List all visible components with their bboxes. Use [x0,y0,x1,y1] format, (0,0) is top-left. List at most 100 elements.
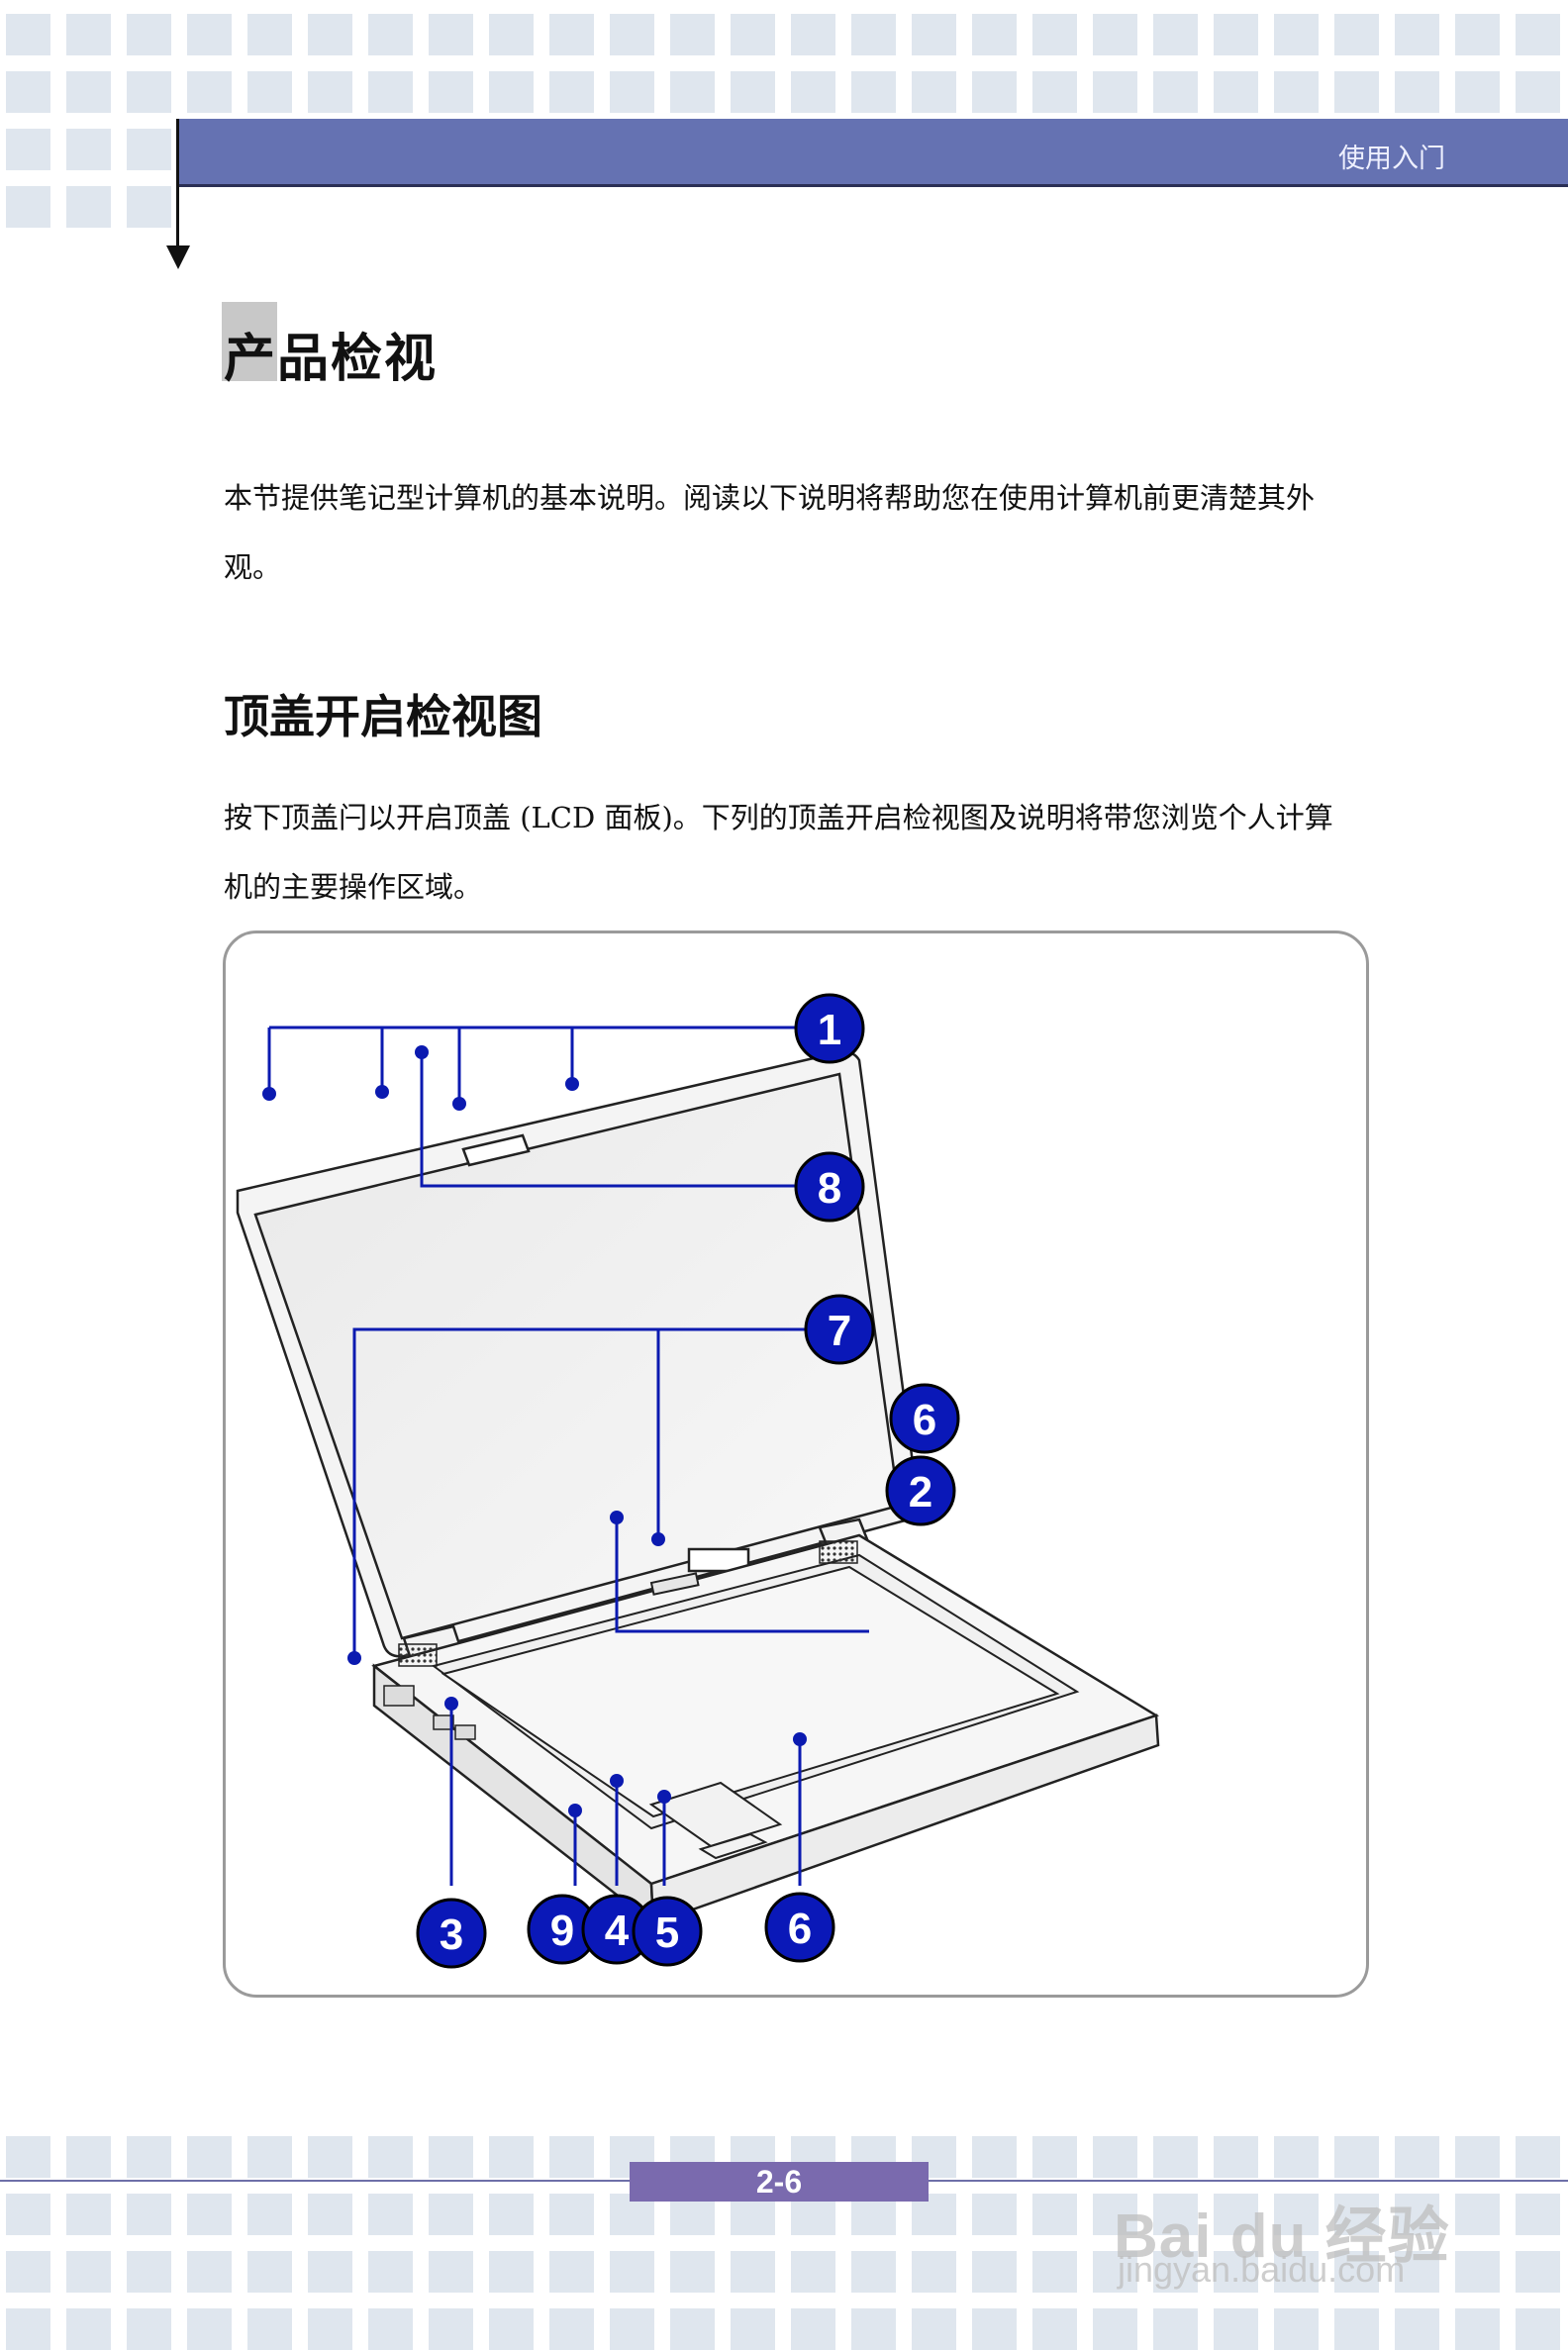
watermark-brand: Bai du 经验 [1114,2203,1450,2271]
grid-square [247,2194,292,2235]
callout-3-label: 3 [440,1910,463,1959]
grid-square [731,2308,775,2350]
grid-square [1334,2308,1379,2350]
grid-square [1214,2251,1258,2293]
grid-square [127,14,171,55]
grid-square [972,2251,1017,2293]
grid-square [1395,2194,1439,2235]
callout-8: 8 [794,1151,865,1223]
grid-square [187,2136,232,2178]
grid-square [66,2251,111,2293]
grid-square [1214,14,1258,55]
grid-square [1455,2308,1500,2350]
grid-square [127,2251,171,2293]
grid-square [610,71,654,113]
grid-square [127,2308,171,2350]
grid-square [66,2194,111,2235]
grid-square [489,2136,534,2178]
grid-square [912,2251,956,2293]
laptop-figure: 1 8 7 6 2 3 9 4 5 6 [223,930,1369,1998]
keyboard-area [431,1553,1080,1830]
laptop-illustration: 1 8 7 6 2 3 9 4 5 6 [236,993,1160,1969]
callout-2: 2 [885,1455,956,1526]
grid-square [247,2136,292,2178]
grid-square [1334,2136,1379,2178]
grid-square [1032,2308,1077,2350]
grid-square [912,71,956,113]
grid-square [1274,71,1319,113]
grid-square [6,129,50,170]
side-ports [383,1685,476,1740]
grid-square [1334,71,1379,113]
grid-square [247,2251,292,2293]
grid-square [66,71,111,113]
title-highlight-mark [222,302,277,381]
callout-4-label: 4 [605,1907,630,1955]
right-speaker [819,1540,858,1564]
grid-square [1455,2136,1500,2178]
callout-1: 1 [794,993,865,1064]
section-paragraph: 按下顶盖闩以开启顶盖 (LCD 面板)。下列的顶盖开启检视图及说明将带您浏览个人… [224,801,1333,904]
grid-square [368,71,413,113]
grid-square [368,2136,413,2178]
grid-square [1395,71,1439,113]
grid-square [127,129,171,170]
grid-square [6,2251,50,2293]
grid-square [66,2136,111,2178]
grid-square [1334,2251,1379,2293]
grid-square [1334,2194,1379,2235]
grid-square [6,14,50,55]
callout-7-label: 7 [828,1307,851,1355]
grid-square [6,2194,50,2235]
grid-square [1395,2251,1439,2293]
grid-square [1093,14,1137,55]
grid-square [1214,2308,1258,2350]
grid-square [66,129,111,170]
grid-square [1516,71,1560,113]
grid-square [670,14,715,55]
callout-6-top-label: 6 [913,1396,936,1444]
grid-square [1455,2194,1500,2235]
intro-paragraph: 本节提供笔记型计算机的基本说明。阅读以下说明将帮助您在使用计算机前更清楚其外观。 [224,481,1316,584]
grid-square [66,2308,111,2350]
grid-square [1093,2251,1137,2293]
page-title: 产品检视 [224,329,439,389]
grid-square [851,71,896,113]
watermark-url: jingyan.baidu.com [1118,2249,1406,2290]
grid-square [670,2251,715,2293]
grid-square [247,14,292,55]
grid-square [1455,71,1500,113]
grid-square [127,186,171,228]
grid-square [6,71,50,113]
grid-square [1153,2194,1198,2235]
grid-square [1153,2136,1198,2178]
grid-square [851,2308,896,2350]
callout-4: 4 [581,1894,652,1965]
grid-square [731,71,775,113]
grid-mask [178,184,1568,244]
grid-square [308,2251,352,2293]
grid-square [1093,2194,1137,2235]
grid-square [429,2251,473,2293]
grid-square [66,14,111,55]
grid-square [187,14,232,55]
grid-square [489,2308,534,2350]
grid-square [1093,2308,1137,2350]
header-bar: 使用入门 [176,119,1568,187]
grid-square [972,2136,1017,2178]
lcd-lid [236,1050,921,1658]
grid-square [368,2194,413,2235]
grid-square [549,2251,594,2293]
grid-square [1214,2136,1258,2178]
grid-square [549,2308,594,2350]
grid-square [731,2251,775,2293]
grid-square [791,2308,835,2350]
grid-square [1516,2251,1560,2293]
grid-square [187,2194,232,2235]
grid-square [308,14,352,55]
grid-square [247,71,292,113]
callout-2-label: 2 [909,1468,932,1517]
header-vertical-line [176,119,179,249]
grid-square [429,2194,473,2235]
callout-5: 5 [632,1896,703,1967]
